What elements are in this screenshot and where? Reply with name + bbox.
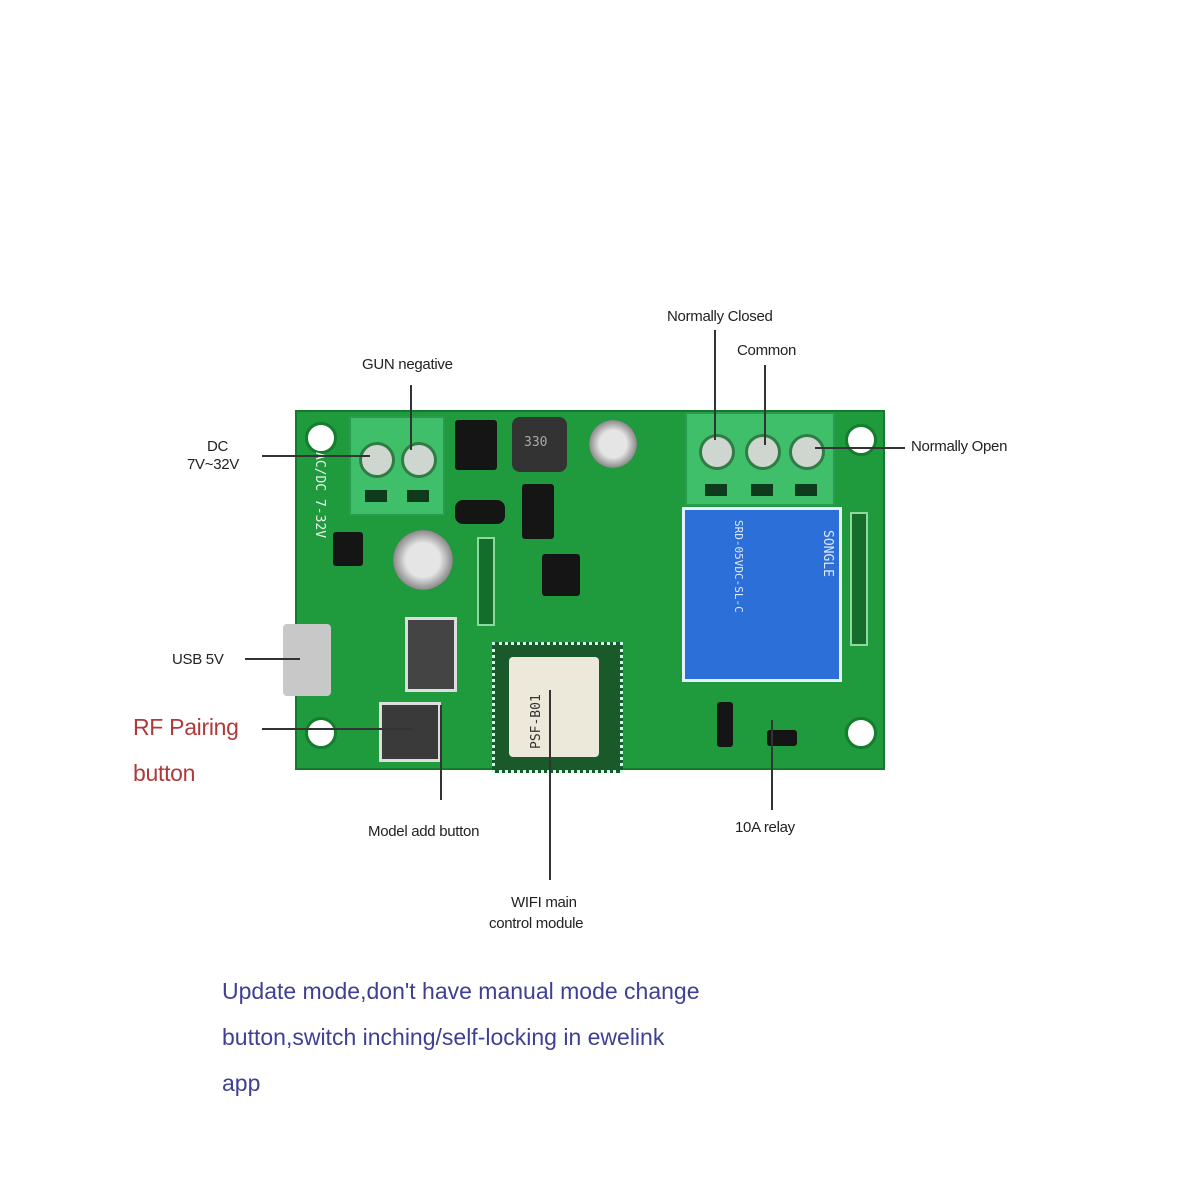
- label-wifi-main: WIFI main: [511, 894, 577, 911]
- screw-terminal: [789, 434, 825, 470]
- ic-chip: [542, 554, 580, 596]
- mounting-hole: [305, 717, 337, 749]
- label-dc-voltage: 7V~32V: [187, 456, 239, 473]
- diode: [717, 702, 733, 747]
- rf-pairing-button: [379, 702, 441, 762]
- inductor: 330: [512, 417, 567, 472]
- label-rf-pairing: RF Pairing: [133, 714, 239, 740]
- note-line-3: app: [222, 1070, 261, 1096]
- model-add-button: [405, 617, 457, 692]
- screw-terminal: [401, 442, 437, 478]
- crystal: [455, 500, 505, 524]
- mounting-hole: [845, 424, 877, 456]
- label-usb: USB 5V: [172, 651, 224, 668]
- mounting-hole: [845, 717, 877, 749]
- transistor: [767, 730, 797, 746]
- label-dc: DC: [207, 438, 229, 455]
- mounting-hole: [305, 422, 337, 454]
- label-wifi-control: control module: [489, 915, 584, 932]
- label-relay: 10A relay: [735, 819, 795, 836]
- label-common: Common: [737, 342, 797, 359]
- pin-header: [850, 512, 868, 646]
- note-line-2: button,switch inching/self-locking in ew…: [222, 1024, 665, 1050]
- relay-terminal-block: [685, 412, 835, 506]
- capacitor: [393, 530, 453, 590]
- usb-port: [283, 624, 331, 696]
- regulator-chip: [522, 484, 554, 539]
- label-model-add: Model add button: [368, 823, 480, 840]
- relay: SONGLE SRD-05VDC-SL-C: [682, 507, 842, 682]
- screw-terminal: [745, 434, 781, 470]
- label-normally-closed: Normally Closed: [667, 308, 773, 325]
- pin-header: [477, 537, 495, 626]
- power-terminal-block: [349, 416, 445, 516]
- screw-terminal: [699, 434, 735, 470]
- ic-chip: [333, 532, 363, 566]
- note-line-1: Update mode,don't have manual mode chang…: [222, 978, 700, 1004]
- wifi-module: PSF-B01: [492, 642, 623, 773]
- pcb-board: AC/DC 7-32V 330 SONGLE SRD-05VDC-SL-C P: [283, 410, 885, 773]
- power-rating-text: AC/DC 7-32V: [312, 452, 327, 539]
- capacitor: [589, 420, 637, 468]
- ic-chip: [455, 420, 497, 470]
- screw-terminal: [359, 442, 395, 478]
- label-normally-open: Normally Open: [911, 438, 1008, 455]
- label-rf-pairing-button: button: [133, 760, 196, 786]
- label-gun-negative: GUN negative: [362, 356, 453, 373]
